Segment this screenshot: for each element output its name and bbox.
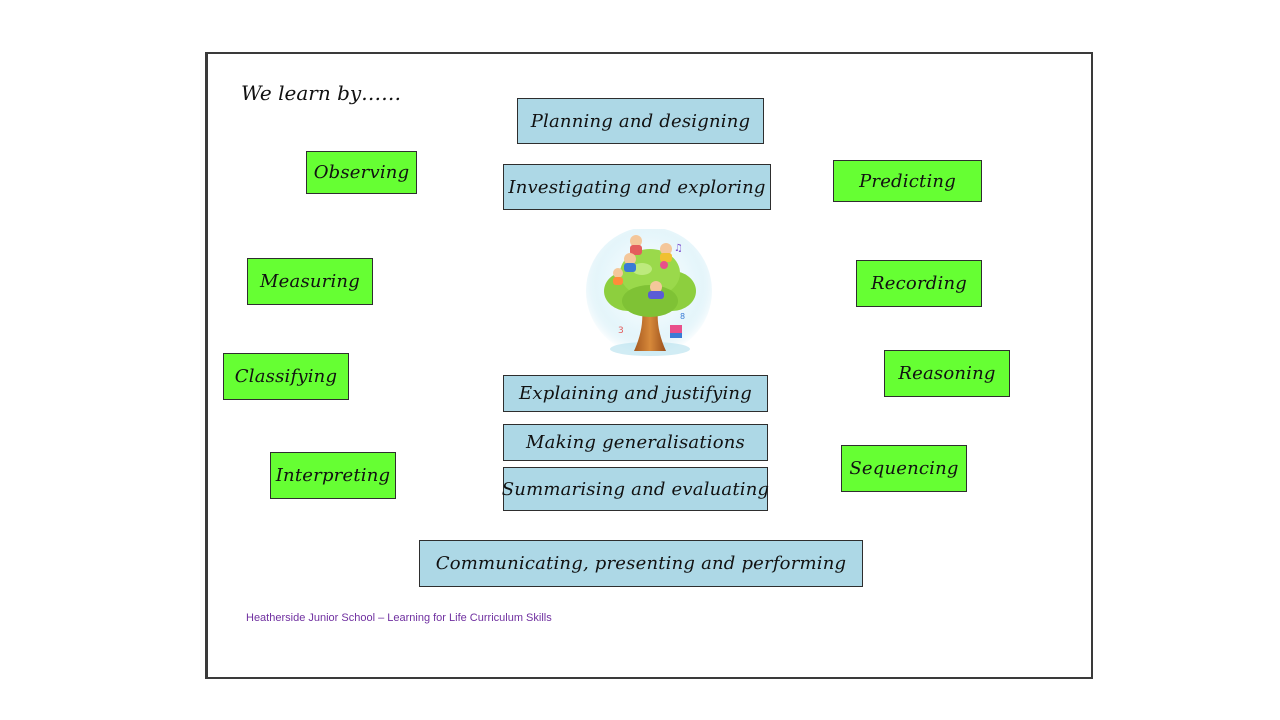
skill-interpreting: Interpreting bbox=[270, 452, 396, 499]
skill-measuring: Measuring bbox=[247, 258, 373, 305]
skill-classifying: Classifying bbox=[223, 353, 349, 400]
tree-with-children-illustration: ♫ 8 3 bbox=[586, 229, 712, 356]
skill-explaining-and-justifying: Explaining and justifying bbox=[503, 375, 768, 412]
svg-text:3: 3 bbox=[618, 326, 624, 336]
skill-making-generalisations: Making generalisations bbox=[503, 424, 768, 461]
svg-text:♫: ♫ bbox=[674, 243, 683, 254]
svg-text:8: 8 bbox=[680, 312, 685, 321]
skill-communicating-presenting-performing: Communicating, presenting and performing bbox=[419, 540, 863, 587]
skill-observing: Observing bbox=[306, 151, 417, 194]
footer-caption: Heatherside Junior School – Learning for… bbox=[246, 612, 552, 624]
skill-planning-and-designing: Planning and designing bbox=[517, 98, 764, 144]
skill-reasoning: Reasoning bbox=[884, 350, 1010, 397]
skill-sequencing: Sequencing bbox=[841, 445, 967, 492]
slide-page: We learn by…… Planning and designing Inv… bbox=[205, 52, 1093, 679]
skill-summarising-and-evaluating: Summarising and evaluating bbox=[502, 467, 769, 511]
page-heading: We learn by…… bbox=[241, 81, 402, 105]
skill-predicting: Predicting bbox=[833, 160, 982, 202]
skill-investigating-and-exploring: Investigating and exploring bbox=[503, 164, 771, 210]
skill-recording: Recording bbox=[856, 260, 982, 307]
